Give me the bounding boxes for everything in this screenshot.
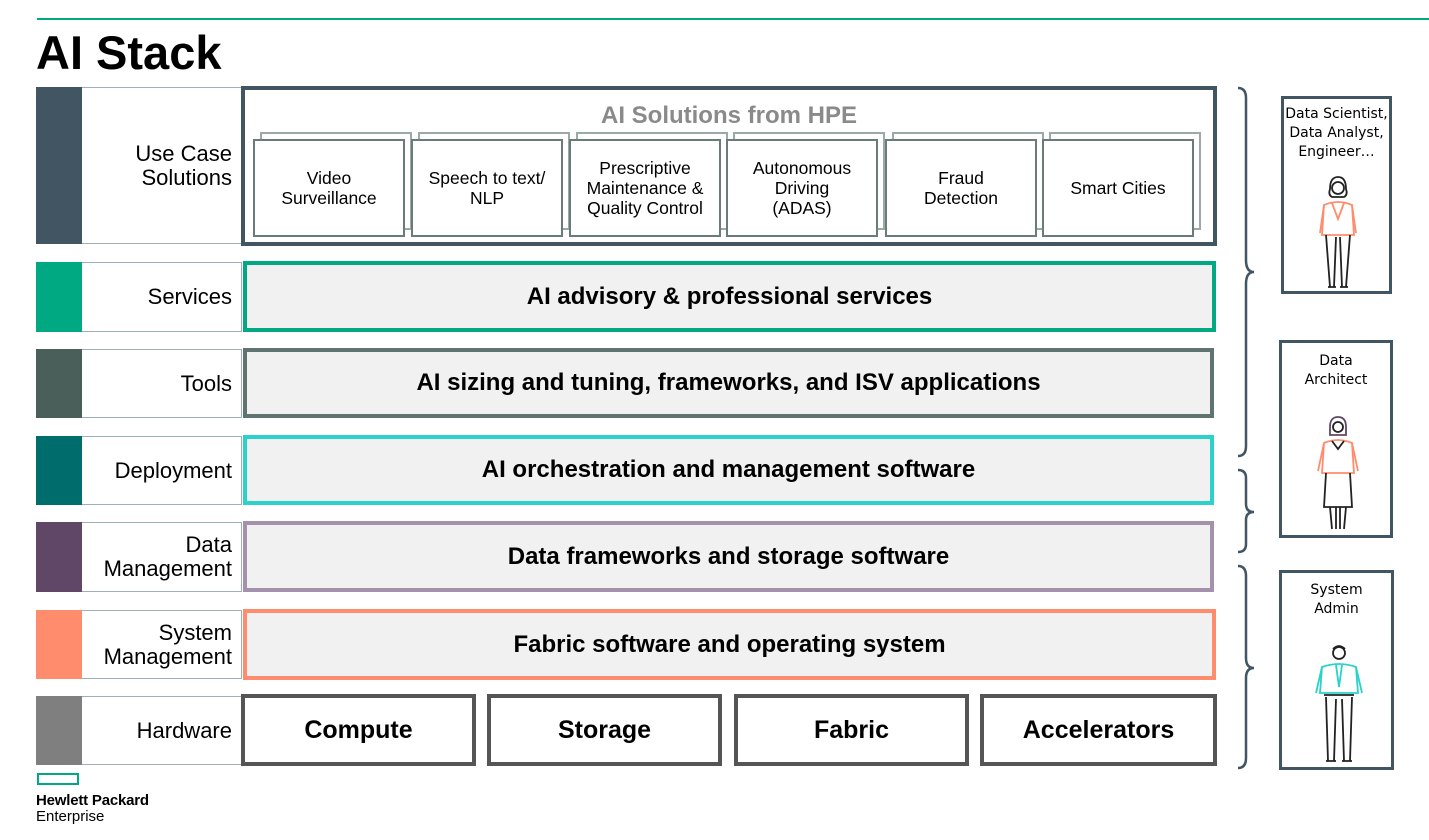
layer-swatch <box>36 522 82 592</box>
persona-brackets <box>1237 86 1255 770</box>
layer-swatch <box>36 610 82 679</box>
layer-label: Use Case Solutions <box>135 140 232 190</box>
female-person-icon <box>1317 416 1359 530</box>
layer-label: Tools <box>180 370 232 396</box>
persona-system-admin: System Admin <box>1279 570 1394 770</box>
system-management-band: Fabric software and operating system <box>243 609 1216 680</box>
deployment-band: AI orchestration and management software <box>243 435 1214 505</box>
layer-swatch <box>36 696 82 765</box>
bracket-middle <box>1237 468 1255 554</box>
tools-band: AI sizing and tuning, frameworks, and IS… <box>243 348 1214 418</box>
layer-label-frame <box>82 522 242 592</box>
layer-swatch <box>36 87 82 244</box>
layer-label: Hardware <box>136 717 232 743</box>
data-management-band: Data frameworks and storage software <box>243 521 1214 592</box>
solution-card: Fraud Detection <box>885 139 1037 237</box>
layer-label-frame <box>82 262 242 332</box>
solutions-title: AI Solutions from HPE <box>600 102 857 129</box>
layer-label: System Management <box>103 619 232 669</box>
persona-label: System Admin <box>1310 582 1363 617</box>
persona-data-architect: Data Architect <box>1279 340 1393 538</box>
layer-label-frame <box>82 610 242 679</box>
hardware-accelerators: Accelerators <box>980 694 1217 766</box>
hardware-compute: Compute <box>241 694 476 766</box>
layer-label: Data Management <box>103 532 232 581</box>
layer-label-frame <box>82 349 242 418</box>
layer-swatch <box>36 436 82 505</box>
hpe-logo-rectangle <box>37 773 79 785</box>
page-title: AI Stack <box>36 26 222 79</box>
layer-swatch <box>36 349 82 418</box>
solution-card: Video Surveillance <box>253 139 405 237</box>
use-case-solutions-box: AI Solutions from HPE Video Surveillance… <box>241 86 1217 246</box>
solution-card: Prescriptive Maintenance & Quality Contr… <box>569 139 721 237</box>
logo-text-line2: Enterprise <box>36 808 105 825</box>
services-band: AI advisory & professional services <box>243 261 1216 332</box>
male-person-icon <box>1315 645 1363 762</box>
top-accent-line <box>37 18 1429 20</box>
bracket-lower <box>1237 564 1255 770</box>
persona-label: Data Scientist, Data Analyst, Engineer… <box>1285 106 1388 160</box>
solution-card: Smart Cities <box>1042 139 1194 237</box>
solution-card: Autonomous Driving (ADAS) <box>726 139 878 237</box>
layer-swatch <box>36 262 82 332</box>
persona-label: Data Architect <box>1304 353 1368 388</box>
hardware-fabric: Fabric <box>734 694 969 766</box>
female-person-icon <box>1319 176 1357 288</box>
layer-label-frame <box>82 436 242 505</box>
layer-label: Deployment <box>114 457 232 483</box>
persona-data-scientist: Data Scientist, Data Analyst, Engineer… <box>1281 96 1392 294</box>
layer-label: Services <box>147 284 232 309</box>
logo-text-line1: Hewlett Packard <box>36 792 149 809</box>
bracket-upper <box>1237 86 1255 458</box>
solution-card: Speech to text/ NLP <box>411 139 563 237</box>
hardware-storage: Storage <box>487 694 722 766</box>
